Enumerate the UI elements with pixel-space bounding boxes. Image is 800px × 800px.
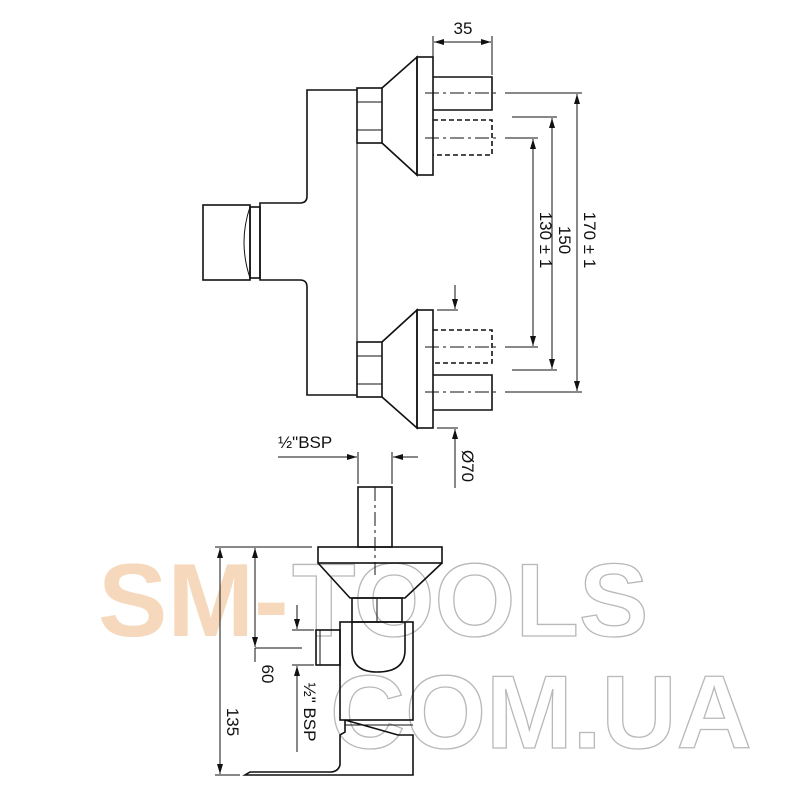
upper-eccentric bbox=[356, 55, 500, 177]
dim-150-label: 150 bbox=[555, 226, 574, 254]
dim-170-label: 170 ± 1 bbox=[580, 212, 599, 269]
inlet-thread-label: ½"BSP bbox=[278, 433, 332, 452]
dim-diameter-70: Ø70 bbox=[437, 285, 477, 488]
watermark-sm: SM- bbox=[98, 543, 289, 659]
lever bbox=[242, 719, 414, 776]
lower-eccentric bbox=[356, 308, 500, 430]
dim-135: 135 bbox=[215, 546, 312, 776]
watermark-domain: COM.UA bbox=[330, 655, 752, 771]
cover-flange bbox=[317, 546, 443, 564]
dim-35-label: 35 bbox=[454, 19, 473, 38]
dim-60: 60 bbox=[252, 548, 302, 684]
mixer-body bbox=[259, 89, 357, 396]
top-view: 35 170 ± 1 150 130 ± 1 Ø bbox=[202, 19, 599, 488]
dim-135-label: 135 bbox=[223, 708, 242, 736]
dim-inlet-thread: ½"BSP bbox=[278, 433, 418, 484]
dim-130-label: 130 ± 1 bbox=[536, 212, 555, 269]
side-view: ½"BSP 135 60 bbox=[215, 433, 443, 776]
watermark-tools: TOOLS bbox=[292, 543, 648, 659]
outlet-fitting bbox=[315, 629, 341, 666]
dim-150: 150 bbox=[512, 116, 574, 371]
handle bbox=[202, 204, 261, 281]
dim-170: 170 ± 1 bbox=[505, 92, 599, 393]
outlet-thread-label: ½" BSP bbox=[300, 683, 319, 742]
dim-35: 35 bbox=[432, 19, 493, 75]
dim-outlet-thread: ½" BSP bbox=[292, 605, 319, 752]
watermark: SM- TOOLS COM.UA bbox=[98, 542, 752, 771]
dim-60-label: 60 bbox=[258, 665, 277, 684]
mixer-body-side bbox=[339, 621, 414, 721]
dim-130: 130 ± 1 bbox=[505, 137, 555, 348]
dim-diameter-label: Ø70 bbox=[458, 450, 477, 482]
